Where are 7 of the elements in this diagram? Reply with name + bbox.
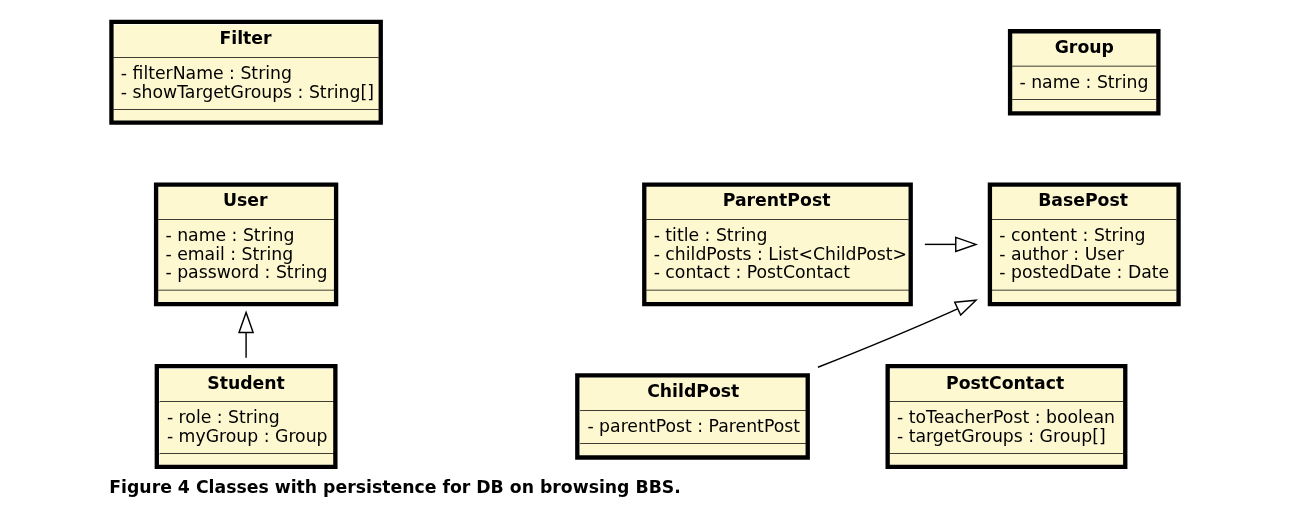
caption: Figure 4 Classes with persistence for DB on browsing BBS. <box>109 476 681 497</box>
node-box: User - name : String - email : String - password : String <box>153 182 339 307</box>
node-box: Group - name : String <box>1007 29 1161 116</box>
arrow <box>924 236 979 253</box>
arrow <box>817 299 978 368</box>
node-box: PostContact - toTeacherPost : boolean - targetGroups : Group[] <box>885 363 1128 470</box>
arrow <box>238 310 255 359</box>
